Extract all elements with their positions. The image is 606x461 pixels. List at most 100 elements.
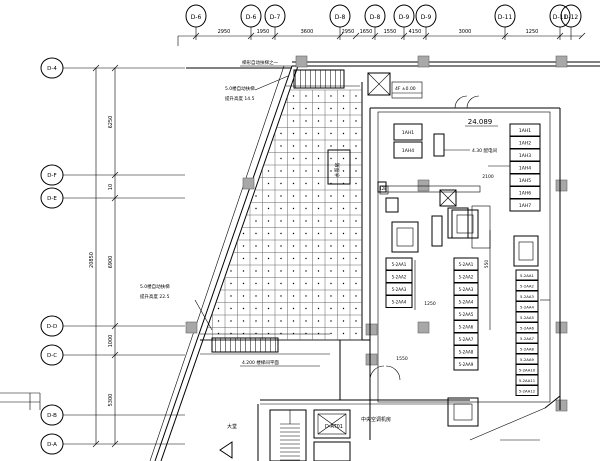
column	[555, 399, 568, 412]
dimension-tick	[352, 32, 360, 40]
dimension-tick	[111, 440, 119, 448]
axis-bubble-label: D-7	[270, 14, 281, 21]
tile-dot	[355, 220, 357, 222]
tile-dot	[305, 320, 307, 322]
dimension-value: 2100	[482, 174, 494, 180]
tile-dot	[342, 195, 345, 197]
axis-bubble-label: D-E	[47, 196, 57, 202]
tile-dot	[292, 157, 295, 160]
dimension-value: 1250	[526, 29, 539, 35]
axis-bubble-label: D-A	[47, 442, 57, 448]
tile-dot	[355, 282, 357, 285]
axis-bubble-label: D-11	[553, 14, 568, 21]
column	[417, 55, 430, 68]
tile-dot	[305, 232, 307, 235]
tile-dot	[330, 232, 332, 235]
tile-dot	[255, 207, 257, 210]
tile-dot	[280, 145, 282, 147]
pump-room: 水泵房 4F ±0.00	[327, 72, 423, 185]
dimension-tick	[111, 64, 119, 72]
diagonal-wall	[160, 65, 299, 461]
dimension-tick	[111, 322, 119, 330]
tile-dot	[255, 320, 257, 322]
tag-box	[379, 185, 389, 195]
escalator-steps	[211, 337, 279, 353]
tile-dot	[305, 307, 307, 310]
dimension-tick	[336, 32, 344, 40]
small-box	[447, 207, 469, 239]
tile-dot	[317, 295, 320, 297]
tile-dot	[317, 245, 320, 247]
tile-dot	[267, 232, 270, 235]
dimension-tick	[422, 32, 430, 40]
tile-dot	[255, 270, 257, 272]
cable-tray	[379, 185, 481, 193]
panel-label: 5-2AA10	[519, 368, 536, 373]
tile-dot	[292, 270, 295, 272]
tile-dot	[317, 270, 320, 272]
transformer-box	[451, 209, 479, 239]
panel-label: 5-2AA1	[520, 273, 535, 278]
tile-dot	[280, 170, 282, 172]
electrical-room: 24.089	[369, 95, 561, 441]
tile-dot	[242, 307, 245, 310]
tile-dot	[330, 157, 332, 160]
diagonal-wall-inner	[149, 65, 285, 461]
tile-dot	[305, 170, 307, 172]
tile-dot	[267, 170, 270, 172]
room-inner	[377, 111, 551, 403]
axis-bubble-label: D-11	[498, 14, 513, 21]
tile-dot	[305, 145, 307, 147]
tile-dot	[330, 220, 332, 222]
tile-dot	[255, 220, 257, 222]
tile-dot	[292, 307, 295, 310]
equipment-label: 1AH3	[519, 153, 531, 159]
room-label: 中央空调机房	[361, 416, 391, 423]
tile-dot	[342, 120, 345, 122]
tile-dot	[355, 195, 357, 197]
tile-dot	[230, 270, 232, 272]
panel-label: 5-2AA7	[459, 337, 474, 342]
room-label: 水泵房	[334, 162, 341, 177]
tile-dot	[280, 220, 282, 222]
equipment-label: 1AH1	[519, 128, 531, 134]
tile-dot	[280, 182, 282, 185]
tile-dot	[355, 332, 357, 335]
tile-dot	[342, 282, 345, 285]
tile-dot	[355, 182, 357, 185]
axis-bubble-label: D-D	[47, 324, 57, 330]
tile-dot	[255, 257, 257, 260]
tile-dot	[280, 320, 282, 322]
tile-dot	[355, 170, 357, 172]
panel-label: 5-2AA4	[459, 300, 474, 305]
dimension-tick	[556, 32, 564, 40]
tile-dot	[342, 257, 345, 260]
tile-dot	[355, 157, 357, 160]
note-text: 4F ±0.00	[395, 86, 416, 92]
equipment-label: 1AH5	[519, 178, 531, 184]
small-box	[431, 215, 443, 247]
tile-dot	[342, 232, 345, 235]
lift-cross	[317, 413, 347, 435]
panel-box	[515, 385, 539, 396]
tile-dot	[317, 320, 320, 322]
tile-dot	[342, 157, 345, 160]
tile-dot	[330, 95, 332, 97]
axis-bubble-label: D-12	[564, 14, 579, 21]
panel-label: 5-2AA2	[392, 275, 407, 280]
tile-dot	[242, 295, 245, 297]
panel-label: 5-2AA3	[392, 287, 407, 292]
tile-dot	[330, 307, 332, 310]
tile-dot	[280, 132, 282, 135]
tile-dot	[305, 295, 307, 297]
pump-room-box	[327, 149, 351, 185]
equipment-box	[393, 123, 423, 141]
tile-dot	[267, 182, 270, 185]
axis-bubble-label: D-9	[421, 14, 432, 21]
tile-dot	[305, 107, 307, 110]
tile-dot	[305, 95, 307, 97]
tile-dot	[342, 245, 345, 247]
tile-dot	[230, 282, 232, 285]
